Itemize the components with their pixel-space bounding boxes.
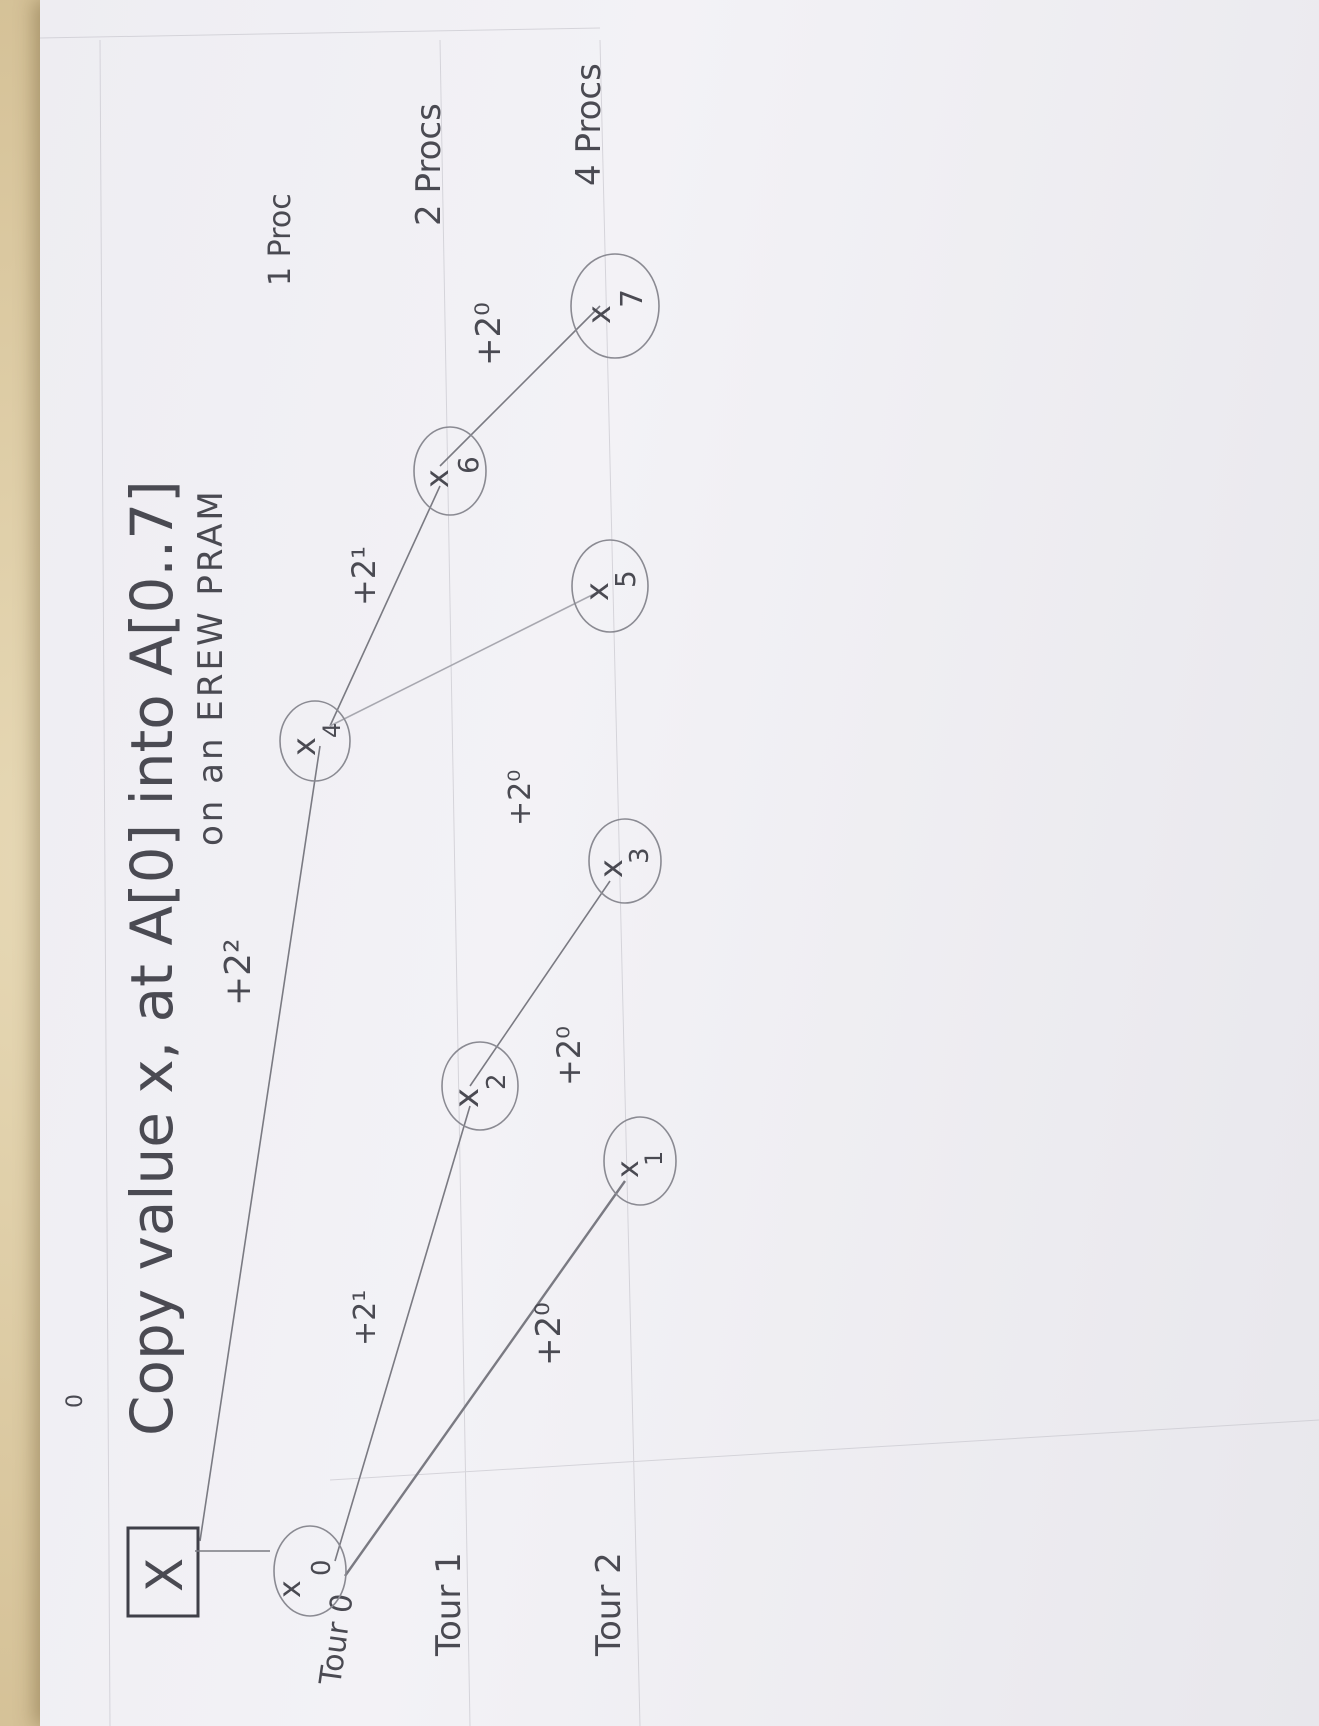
edge-label-plus-2-0-b: +2⁰ (550, 1026, 588, 1086)
ruled-lines (39, 27, 1319, 1726)
node-4-value: x (285, 737, 323, 756)
procs-round-2: 4 Procs (569, 63, 609, 186)
node-5: x 5 (571, 539, 649, 633)
corner-mark: 0 (63, 1394, 88, 1408)
edge-label-plus-2-2: +2² (218, 939, 259, 1007)
boxed-x-label: X (136, 1558, 194, 1592)
node-6-index: 6 (452, 456, 485, 474)
node-0: x 0 (273, 1525, 347, 1617)
node-1-value: x (611, 1160, 646, 1178)
paper-sheet (40, 0, 1319, 1726)
node-3-index: 3 (625, 847, 655, 864)
round-label-1: Tour 1 (429, 1552, 469, 1657)
boxed-x-frame (126, 1526, 200, 1618)
node-7-value: x (580, 305, 618, 324)
edge-0-to-2 (334, 1105, 471, 1562)
node-1: x 1 (603, 1116, 677, 1206)
node-6-value: x (418, 469, 456, 488)
node-4-index: 4 (318, 723, 346, 738)
node-0-index: 0 (307, 1559, 337, 1576)
procs-round-1: 2 Procs (409, 103, 449, 226)
edge-label-plus-2-0-d: +2⁰ (469, 302, 509, 366)
node-2: x 2 (441, 1041, 519, 1131)
edge-4-to-5 (329, 590, 601, 727)
edge-label-plus-2-0-a: +2⁰ (529, 1302, 569, 1366)
edge-label-plus-2-0-c: +2⁰ (503, 770, 538, 826)
edge-box-to-4 (199, 745, 321, 1542)
node-2-value: x (447, 1088, 487, 1108)
node-5-value: x (578, 582, 616, 601)
edge-0-to-1 (344, 1180, 626, 1577)
node-3: x 3 (588, 818, 662, 904)
node-4: x 4 (279, 700, 351, 782)
node-2-index: 2 (482, 1073, 512, 1090)
node-7: x 7 (570, 253, 660, 359)
title-line2: on an EREW PRAM (191, 488, 231, 846)
edge-6-to-7 (439, 305, 601, 467)
edge-4-to-6 (329, 485, 441, 727)
node-3-value: x (592, 859, 630, 878)
node-5-index: 5 (609, 570, 642, 588)
edge-2-to-3 (469, 880, 611, 1087)
edge-label-plus-2-1-b: +2¹ (345, 546, 383, 606)
title-line1: Copy value x, at A[0] into A[0..7] (118, 480, 186, 1436)
round-label-2: Tour 2 (589, 1552, 629, 1657)
node-7-index: 7 (615, 289, 650, 308)
edge-label-plus-2-1-a: +2¹ (348, 1290, 383, 1346)
node-0-value: x (273, 1580, 308, 1598)
node-1-index: 1 (640, 1151, 668, 1166)
round-label-0: Tour 0 (313, 1592, 361, 1689)
procs-round-0: 1 Proc (263, 193, 298, 286)
node-6: x 6 (413, 426, 487, 516)
